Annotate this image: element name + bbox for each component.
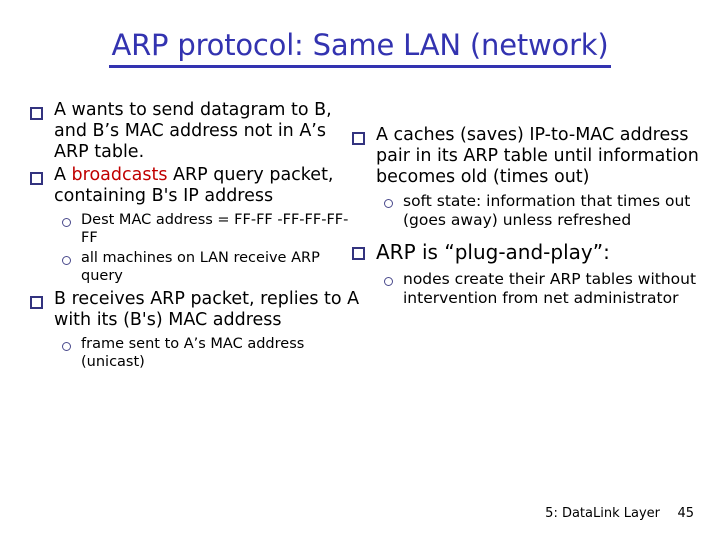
left-group-2: B receives ARP packet, replies to A with… <box>30 289 360 331</box>
bullet-item: ARP is “plug-and-play”: <box>352 240 712 264</box>
sub-bullet-text: frame sent to A’s MAC address (unicast) <box>81 336 305 370</box>
circle-bullet-icon <box>384 199 393 208</box>
bullet-text: A wants to send datagram to B, and B’s M… <box>54 100 332 162</box>
sub-bullet-item: soft state: information that times out (… <box>384 192 712 230</box>
square-bullet-icon <box>30 296 43 309</box>
slide-title-text: ARP protocol: Same LAN (network) <box>109 28 611 68</box>
left-group-1: A wants to send datagram to B, and B’s M… <box>30 100 360 207</box>
slide-title: ARP protocol: Same LAN (network) <box>0 28 720 68</box>
sub-bullet-text: Dest MAC address = FF-FF -FF-FF-FF-FF <box>81 212 349 246</box>
left-content-column: A wants to send datagram to B, and B’s M… <box>30 100 360 375</box>
right-subgroup-1: soft state: information that times out (… <box>352 192 712 230</box>
square-bullet-icon <box>352 132 365 145</box>
right-group-2: ARP is “plug-and-play”: <box>352 240 712 264</box>
square-bullet-icon <box>352 247 365 260</box>
bullet-text: ARP is “plug-and-play”: <box>376 240 610 264</box>
bullet-item: A broadcasts ARP query packet, containin… <box>30 165 360 207</box>
circle-bullet-icon <box>384 277 393 286</box>
sub-bullet-item: all machines on LAN receive ARP query <box>62 249 360 285</box>
sub-bullet-text: all machines on LAN receive ARP query <box>81 250 320 284</box>
bullet-text-pre: A <box>54 165 72 185</box>
sub-bullet-text: nodes create their ARP tables without in… <box>403 270 697 307</box>
circle-bullet-icon <box>62 256 71 265</box>
bullet-text: A broadcasts ARP query packet, containin… <box>54 165 360 207</box>
bullet-item: B receives ARP packet, replies to A with… <box>30 289 360 331</box>
bullet-text: B receives ARP packet, replies to A with… <box>54 289 360 330</box>
left-subgroup-1: Dest MAC address = FF-FF -FF-FF-FF-FF al… <box>30 211 360 285</box>
slide-footer: 5: DataLink Layer 45 <box>0 506 720 526</box>
right-content-column: A caches (saves) IP-to-MAC address pair … <box>352 125 712 312</box>
square-bullet-icon <box>30 172 43 185</box>
bullet-item: A caches (saves) IP-to-MAC address pair … <box>352 125 712 188</box>
bullet-text-post: ARP query packet, containing B's IP addr… <box>54 165 334 206</box>
right-subgroup-2: nodes create their ARP tables without in… <box>352 270 712 308</box>
sub-bullet-item: nodes create their ARP tables without in… <box>384 270 712 308</box>
left-subgroup-2: frame sent to A’s MAC address (unicast) <box>30 335 360 371</box>
bullet-text: A caches (saves) IP-to-MAC address pair … <box>376 125 699 187</box>
right-group-1: A caches (saves) IP-to-MAC address pair … <box>352 125 712 188</box>
bullet-item: A wants to send datagram to B, and B’s M… <box>30 100 360 163</box>
sub-bullet-item: Dest MAC address = FF-FF -FF-FF-FF-FF <box>62 211 360 247</box>
square-bullet-icon <box>30 107 43 120</box>
footer-page-number: 45 <box>677 506 694 521</box>
sub-bullet-text: soft state: information that times out (… <box>403 192 691 229</box>
sub-bullet-item: frame sent to A’s MAC address (unicast) <box>62 335 360 371</box>
circle-bullet-icon <box>62 218 71 227</box>
footer-chapter-label: 5: DataLink Layer <box>545 506 660 521</box>
bullet-text-highlight: broadcasts <box>71 165 168 185</box>
circle-bullet-icon <box>62 342 71 351</box>
